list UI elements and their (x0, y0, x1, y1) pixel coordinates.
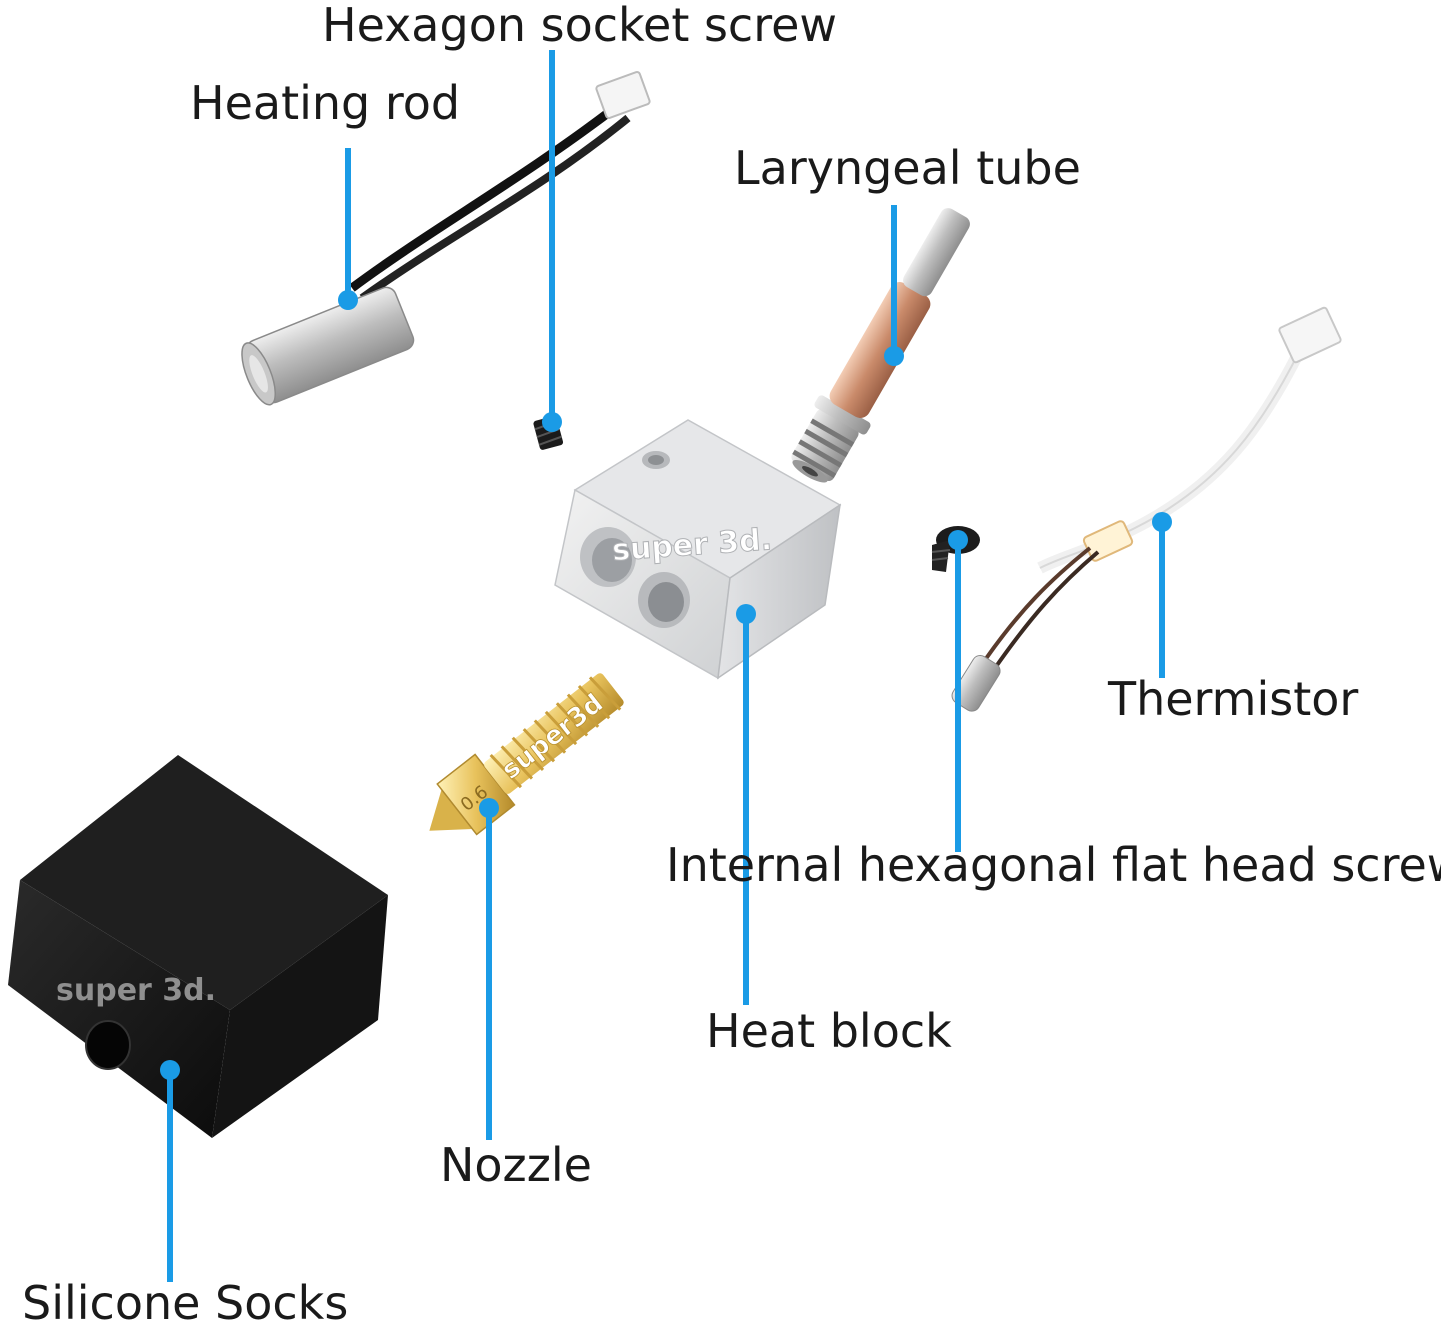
nozzle-part: super3d 0.6 (429, 673, 624, 836)
dot-nozzle (479, 798, 499, 818)
dot-flat-head-screw (948, 530, 968, 550)
dot-heating-rod (338, 290, 358, 310)
label-heat-block: Heat block (706, 1004, 952, 1058)
label-nozzle: Nozzle (440, 1138, 592, 1192)
dot-thermistor (1152, 512, 1172, 532)
label-internal-hex-flat-head-screw: Internal hexagonal flat head screw (666, 838, 1441, 892)
label-hexagon-socket-screw: Hexagon socket screw (322, 0, 838, 52)
dot-laryngeal-tube (884, 346, 904, 366)
dot-silicone-socks (160, 1060, 180, 1080)
silicone-sock-part: super 3d. (8, 755, 388, 1138)
label-silicone-socks: Silicone Socks (22, 1276, 349, 1330)
label-thermistor: Thermistor (1108, 672, 1359, 726)
nozzle-watermark: super3d (496, 688, 609, 785)
label-heating-rod: Heating rod (190, 76, 461, 130)
heating-rod-part (241, 71, 651, 406)
dot-hexagon-socket-screw (542, 412, 562, 432)
thermistor-part (951, 306, 1342, 712)
callout-leaders (160, 50, 1172, 1282)
label-laryngeal-tube: Laryngeal tube (734, 141, 1081, 195)
laryngeal-tube-part (791, 208, 970, 483)
sock-watermark: super 3d. (56, 973, 216, 1008)
dot-heat-block (736, 604, 756, 624)
